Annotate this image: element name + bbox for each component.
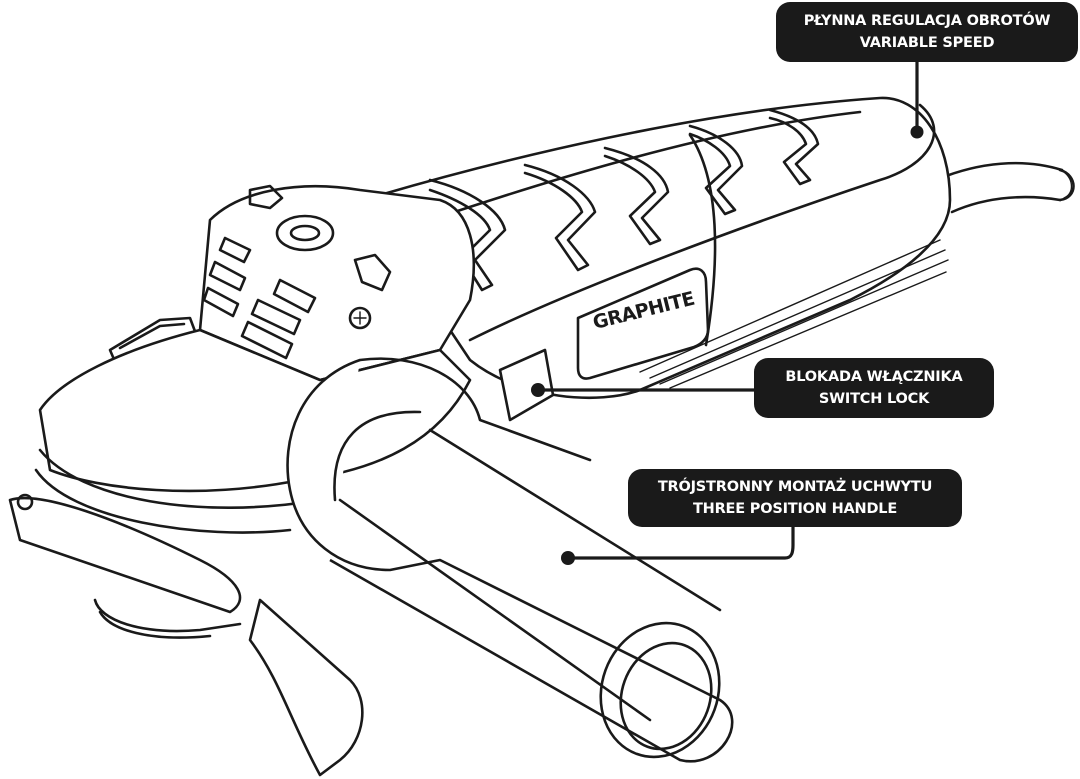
leader-handle [568, 527, 795, 560]
wheel-guard [8, 493, 242, 639]
leader-lines [531, 62, 924, 565]
leader-dot-switch-lock [531, 383, 545, 397]
leader-dot-variable-speed [910, 125, 924, 139]
callout-label-en: SWITCH LOCK [818, 391, 930, 407]
callout-variable-speed: PŁYNNA REGULACJA OBROTÓW VARIABLE SPEED [776, 2, 1078, 62]
leader-dot-handle [561, 551, 575, 565]
callout-label-en: VARIABLE SPEED [859, 35, 995, 51]
callout-label-pl: BLOKADA WŁĄCZNIKA [785, 369, 963, 385]
callout-label-en: THREE POSITION HANDLE [692, 501, 898, 517]
logo-plate [576, 267, 710, 380]
side-handle [248, 357, 734, 777]
motor-housing [378, 96, 952, 400]
callout-label-pl: TRÓJSTRONNY MONTAŻ UCHWYTU [657, 479, 933, 495]
callout-switch-lock: BLOKADA WŁĄCZNIKA SWITCH LOCK [754, 358, 994, 418]
switch-lock-button [498, 348, 555, 422]
power-cord [944, 161, 1075, 214]
callout-three-position-handle: TRÓJSTRONNY MONTAŻ UCHWYTU THREE POSITIO… [628, 469, 962, 527]
front-housing [34, 328, 472, 534]
gear-head [198, 184, 476, 382]
callout-label-pl: PŁYNNA REGULACJA OBROTÓW [803, 13, 1051, 29]
grip-chevrons [428, 108, 820, 292]
